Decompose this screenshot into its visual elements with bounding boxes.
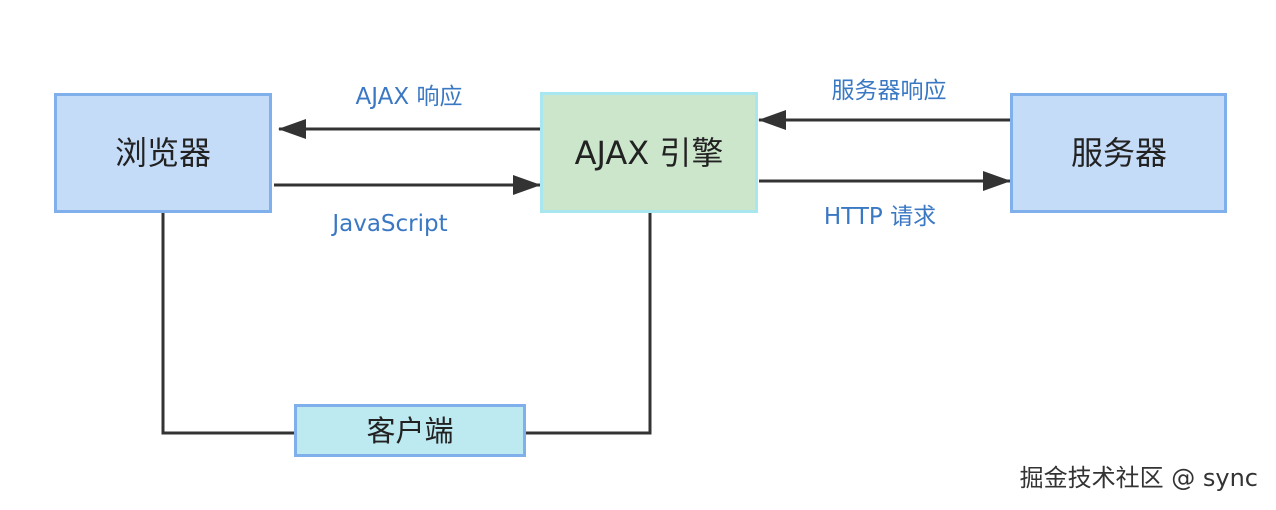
server-node: 服务器 [1010,93,1227,213]
browser-to-client-connector [161,213,295,435]
browser-label: 浏览器 [115,134,211,172]
watermark-text: 掘金技术社区 @ sync [1020,464,1258,492]
server-response-label: 服务器响应 [832,78,947,104]
client-label: 客户端 [366,414,453,448]
browser-node: 浏览器 [54,93,272,213]
ajax-response-label: AJAX 响应 [356,84,463,110]
ajax-engine-node: AJAX 引擎 [540,92,758,213]
server-label: 服务器 [1071,134,1167,172]
ajax-engine-to-client-connector [525,213,652,435]
http-request-label: HTTP 请求 [824,204,936,230]
javascript-label: JavaScript [330,211,447,237]
client-node: 客户端 [294,404,526,457]
ajax-engine-label: AJAX 引擎 [575,134,724,172]
